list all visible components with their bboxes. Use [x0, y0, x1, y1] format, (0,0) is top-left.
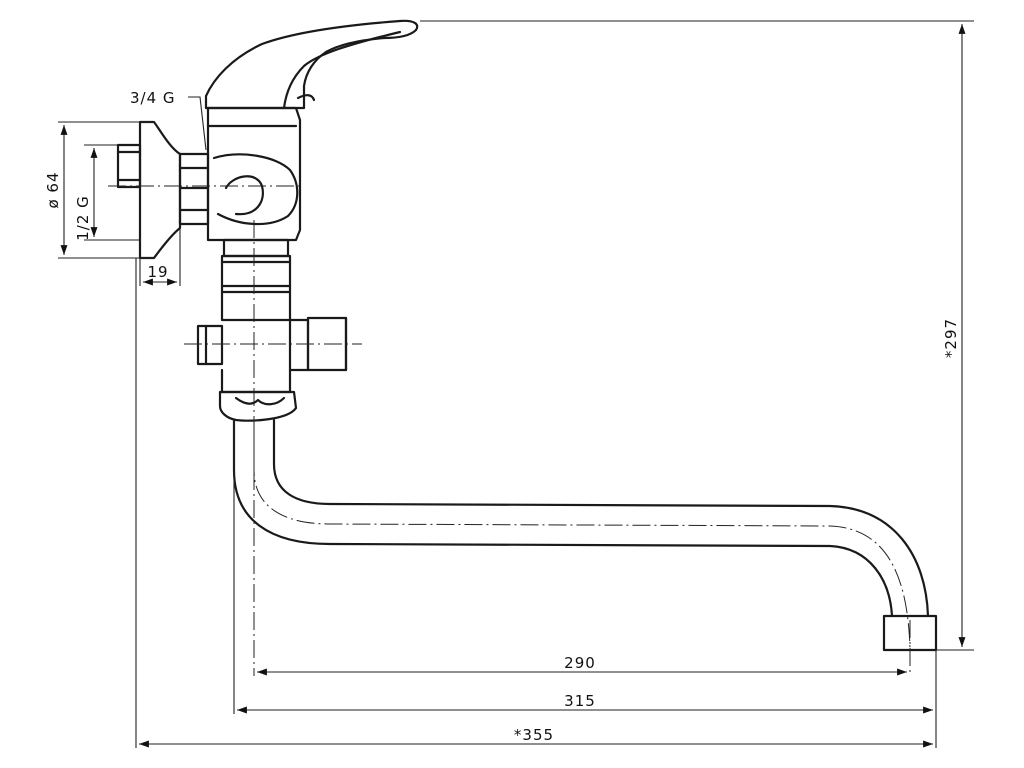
thread-side-label: 1/2 G [74, 195, 92, 241]
lower-body [196, 238, 348, 422]
mixer-body [206, 106, 302, 242]
spout [232, 418, 938, 652]
extension-lines [58, 20, 974, 748]
flange-width-label: 19 [147, 263, 168, 281]
lever-handle [204, 19, 419, 110]
reach-315-label: 315 [564, 692, 596, 710]
reach-290-label: 290 [564, 654, 596, 672]
dimension-lines [60, 24, 966, 748]
wall-connector [116, 120, 210, 260]
height-label: *297 [942, 318, 960, 358]
center-lines [108, 185, 911, 676]
diameter-label: ø 64 [44, 171, 62, 208]
reach-355-label: *355 [514, 726, 554, 744]
thread-top-label: 3/4 G [130, 89, 176, 107]
